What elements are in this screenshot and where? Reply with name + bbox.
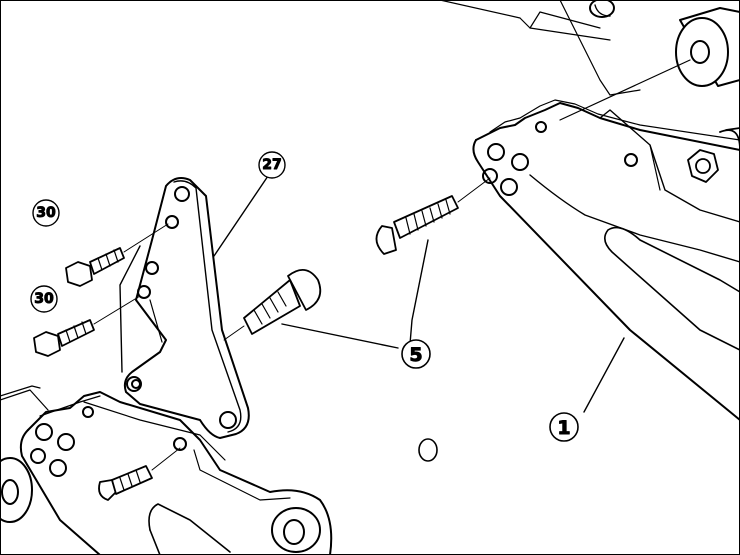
callout-1: 1 [549,412,579,442]
button-bolt-lower-left [98,447,181,501]
lower-bracket [0,385,333,555]
callout-30-upper: 30 [32,199,60,227]
hex-bolt-lower-part-30 [33,295,141,357]
callout-30-upper-label: 30 [36,205,56,221]
callout-5: 5 [401,339,431,369]
button-bolt-upper-part-5 [375,177,491,255]
spacer-collar [559,0,740,121]
hex-bolt-upper-part-30 [65,223,169,287]
leader-lines [213,175,625,413]
callout-27-label: 27 [262,157,281,173]
triangular-plate-part-27 [119,177,250,439]
callout-5-label: 5 [409,344,422,366]
callout-30-lower: 30 [30,285,58,313]
button-bolt-lower-part-5 [223,269,322,341]
main-bracket-part-1 [418,0,740,462]
callout-1-label: 1 [557,417,570,439]
callout-27: 27 [258,151,286,179]
callout-30-lower-label: 30 [34,291,54,307]
